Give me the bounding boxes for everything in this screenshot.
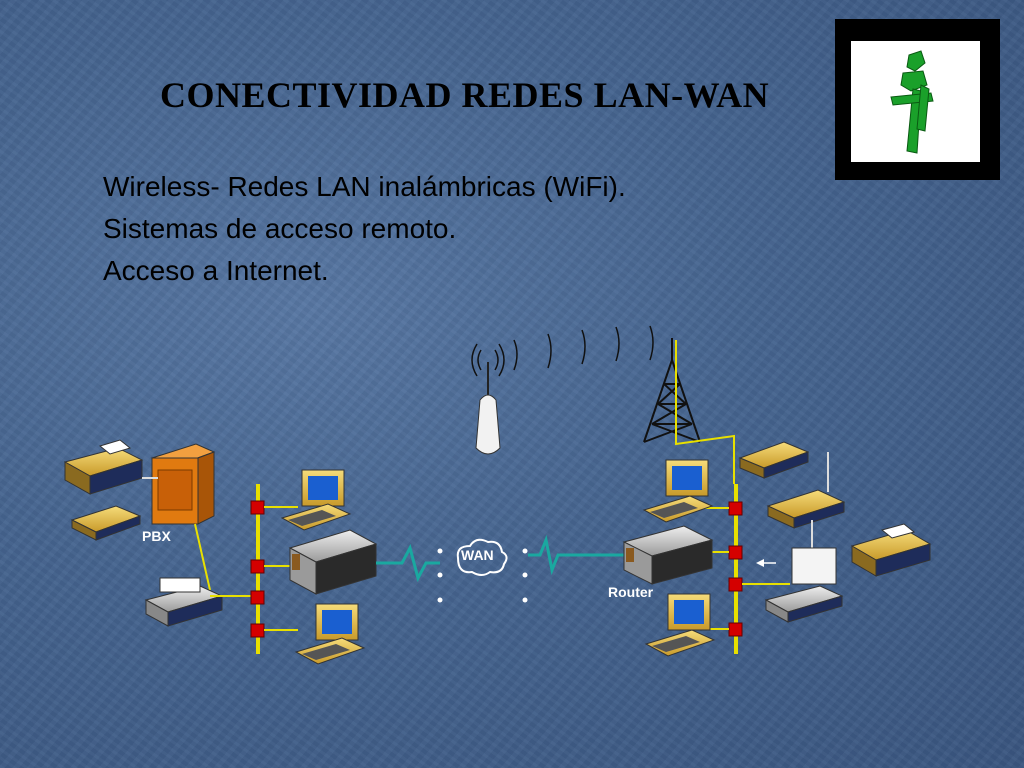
wan-link-left [376, 543, 440, 583]
router-label: Router [608, 584, 654, 600]
right-phone-bottom-icon [766, 489, 846, 529]
left-server-icon [288, 529, 378, 595]
pbx-label: PBX [142, 528, 171, 544]
right-computer-bottom-icon [644, 593, 716, 657]
pbx-link [194, 523, 211, 591]
right-fax-icon [850, 523, 932, 577]
left-computer-bottom-icon [294, 603, 366, 665]
left-bus-nodes [250, 500, 265, 638]
wan-label: WAN [461, 547, 494, 563]
right-phone-top-icon [738, 441, 810, 479]
bullet-wireless: Wireless- Redes LAN inalámbricas (WiFi). [103, 171, 626, 202]
left-computer-top-icon [280, 469, 352, 531]
tower-link [675, 340, 735, 484]
bullet-list: Wireless- Redes LAN inalámbricas (WiFi).… [103, 166, 626, 292]
right-computer-top-icon [642, 459, 714, 523]
left-fax-icon [63, 439, 144, 495]
left-printer-icon [144, 577, 224, 627]
logo-icon [835, 19, 1000, 180]
right-bus-nodes [728, 501, 743, 637]
wan-link-right [528, 534, 628, 576]
bullet-remote-access: Sistemas de acceso remoto. [103, 213, 457, 244]
right-printer-icon [764, 547, 844, 623]
tower-icon [643, 338, 701, 443]
wan-dots-right [522, 548, 528, 603]
radio-waves [513, 325, 654, 371]
wan-dots-left [437, 548, 443, 603]
router-icon [622, 525, 714, 585]
antenna-icon [471, 343, 505, 455]
bullet-internet: Acceso a Internet. [103, 255, 329, 286]
slide-title: CONECTIVIDAD REDES LAN-WAN [160, 75, 770, 115]
left-phone-icon [70, 505, 142, 541]
pbx-icon [150, 443, 216, 525]
wan-cloud-icon [456, 538, 508, 576]
arrow-icon [756, 559, 776, 567]
